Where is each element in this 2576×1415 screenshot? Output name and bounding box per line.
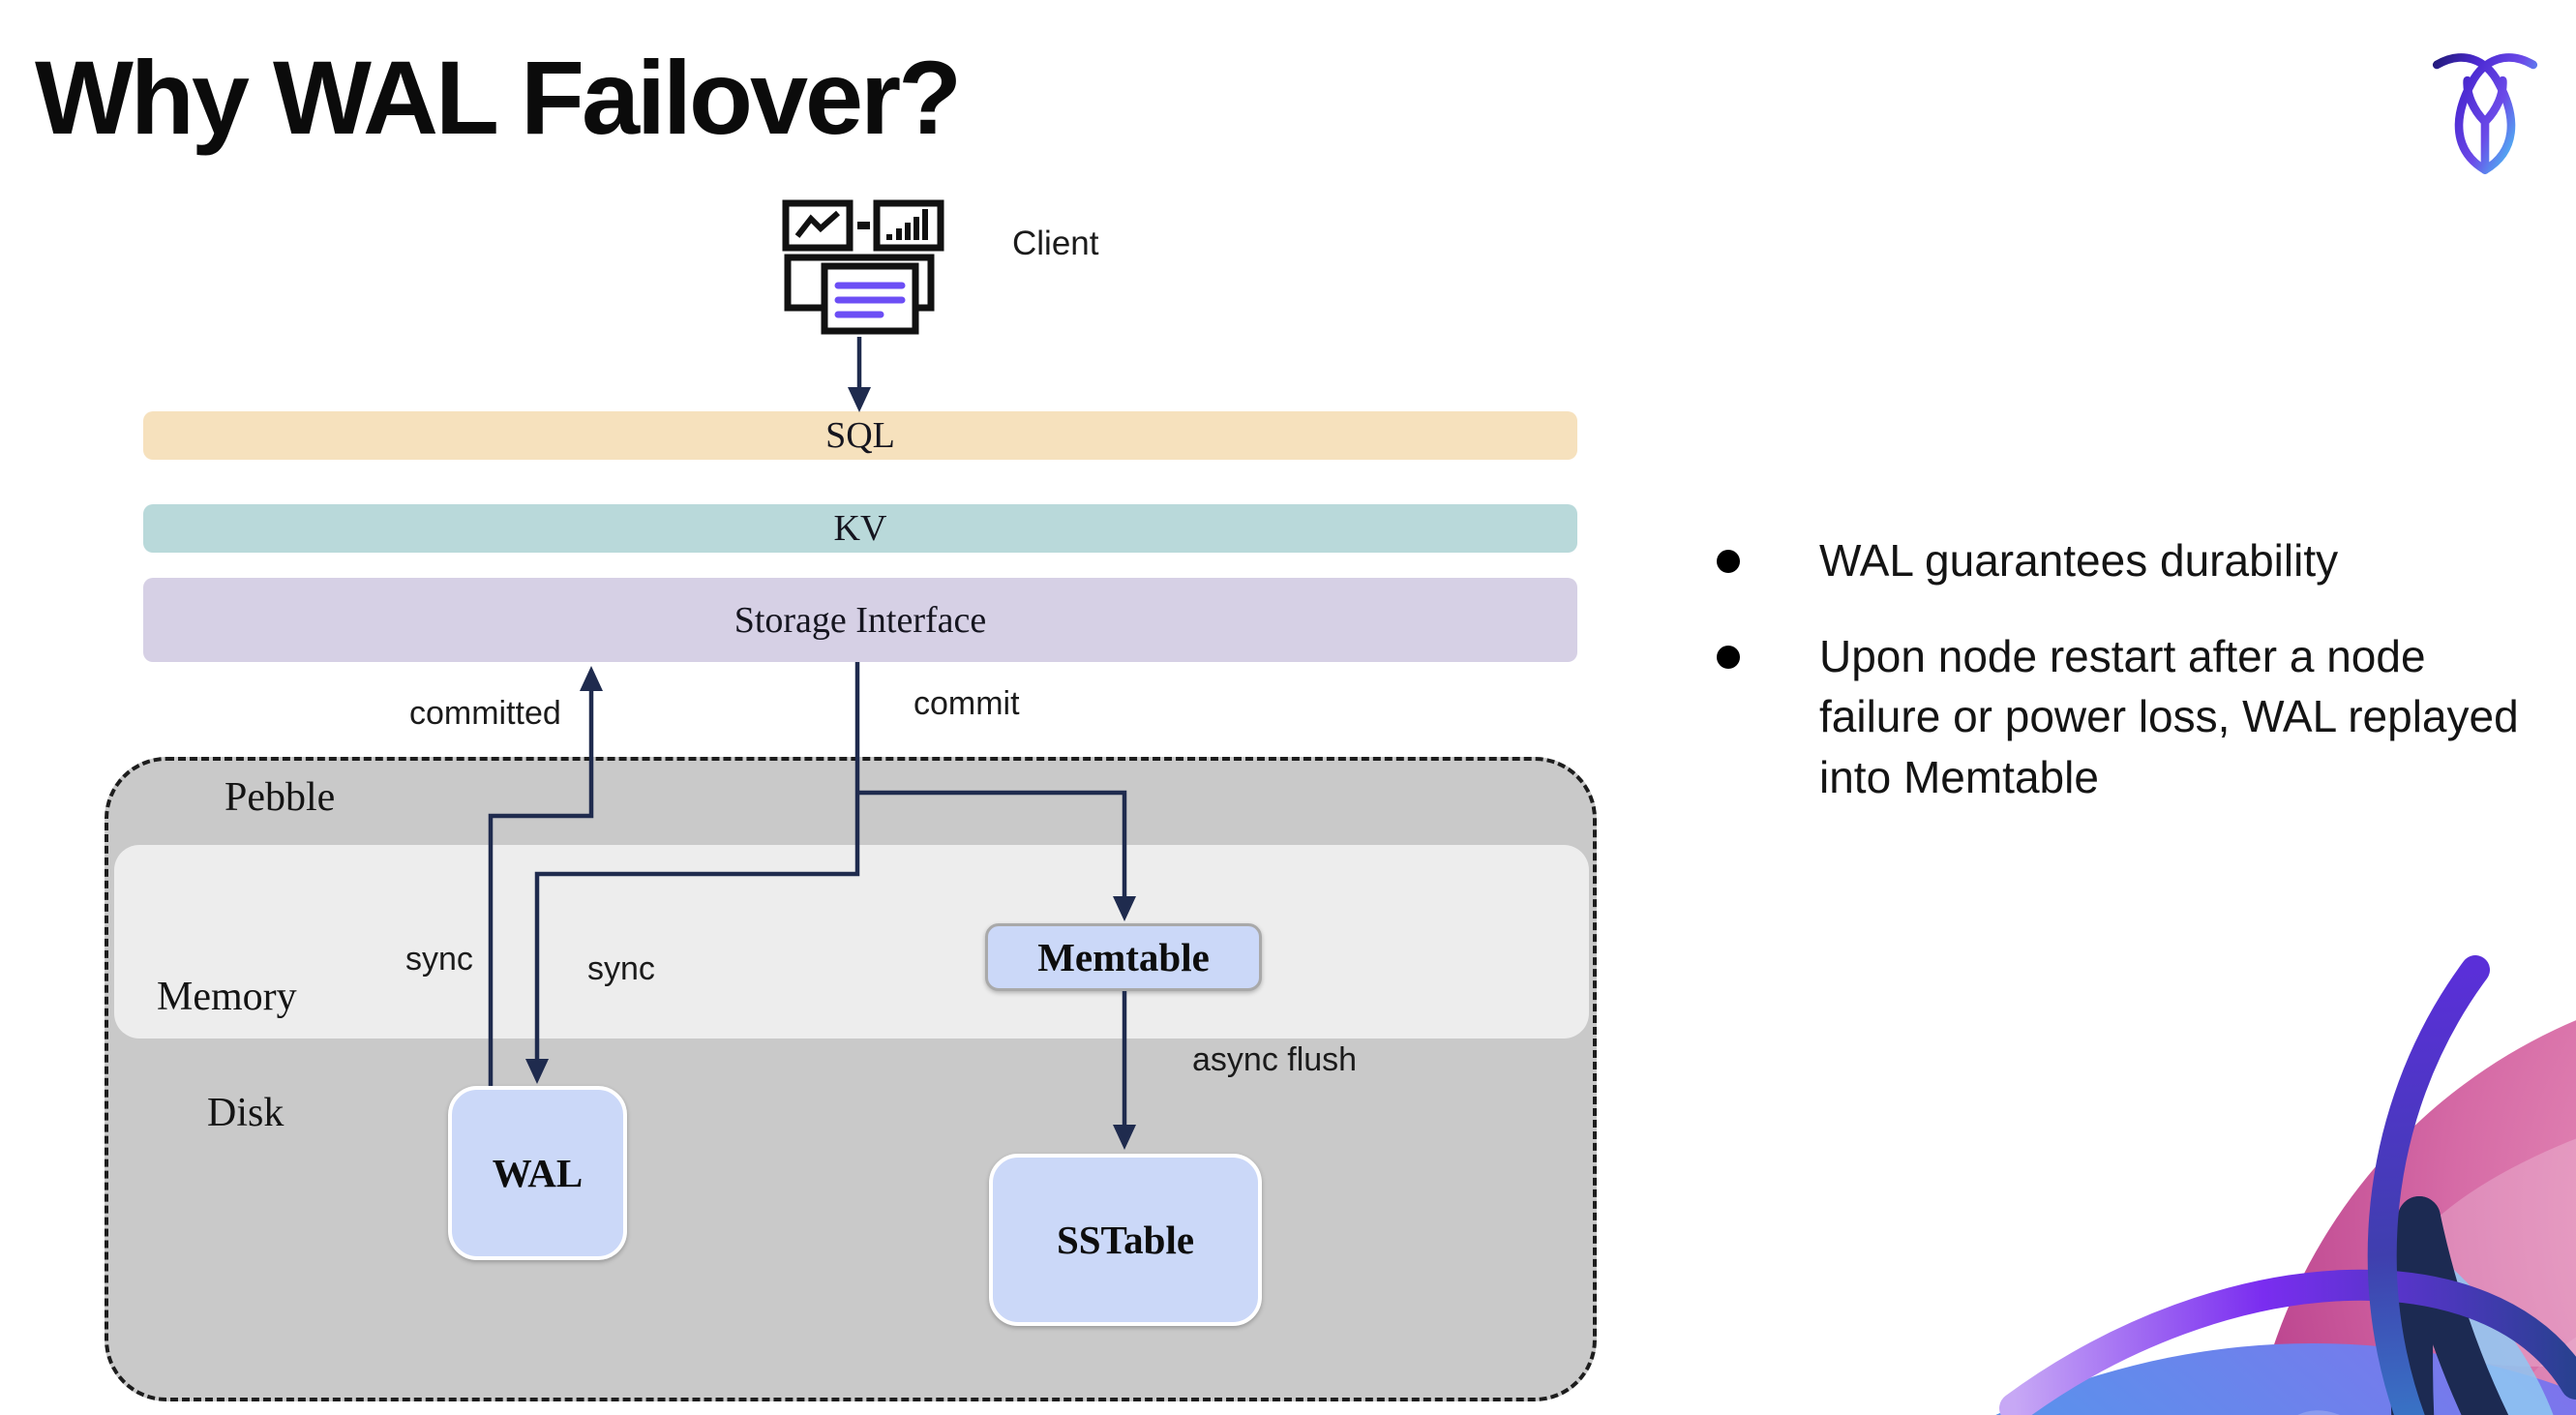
memory-label: Memory	[157, 975, 297, 1019]
async-flush-edge-label: async flush	[1192, 1041, 1358, 1078]
client-icon	[782, 199, 944, 335]
client-arrowhead	[848, 387, 871, 412]
sql-layer-label: SQL	[825, 415, 895, 456]
memtable-label: Memtable	[1037, 935, 1210, 979]
commit-edge-label: commit	[914, 685, 1020, 722]
cockroachdb-logo-icon	[2432, 53, 2538, 174]
bullet-item: Upon node restart after a node failure o…	[1705, 626, 2530, 808]
kv-layer-bar: KV	[143, 504, 1577, 553]
committed-edge-label: committed	[409, 695, 561, 732]
sync-right-edge-label: sync	[587, 950, 655, 987]
disk-label: Disk	[207, 1091, 285, 1135]
bullet-list: WAL guarantees durability Upon node rest…	[1705, 530, 2530, 842]
bullet-text: WAL guarantees durability	[1819, 535, 2339, 586]
wal-label: WAL	[492, 1151, 584, 1195]
storage-interface-bar: Storage Interface	[143, 578, 1577, 662]
sql-layer-bar: SQL	[143, 411, 1577, 460]
sstable-label: SSTable	[1056, 1218, 1195, 1262]
bullet-dot	[1717, 550, 1740, 573]
kv-layer-label: KV	[833, 508, 887, 549]
client-label: Client	[1012, 225, 1099, 262]
bullet-item: WAL guarantees durability	[1705, 530, 2530, 591]
slide-title: Why WAL Failover?	[35, 39, 962, 156]
bullet-dot	[1717, 645, 1740, 669]
pebble-label: Pebble	[225, 775, 336, 820]
wal-node: WAL	[448, 1086, 627, 1260]
storage-interface-label: Storage Interface	[734, 599, 987, 641]
committed-arrowhead	[580, 666, 603, 691]
sync-left-edge-label: sync	[405, 941, 473, 978]
client-linechart-icon	[782, 199, 854, 252]
sstable-node: SSTable	[989, 1154, 1262, 1326]
memory-band	[114, 845, 1589, 1039]
memtable-node: Memtable	[985, 923, 1262, 991]
bullet-text: Upon node restart after a node failure o…	[1819, 630, 2519, 802]
